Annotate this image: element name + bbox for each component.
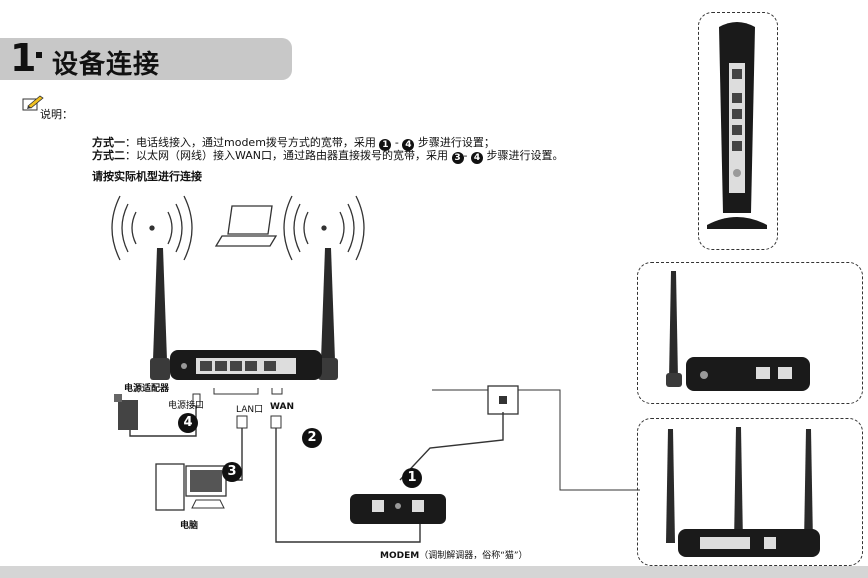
section-dot (36, 52, 42, 58)
step-badge: 3 (451, 152, 464, 164)
step-badge: 1 (379, 139, 392, 151)
wifi-signal-icon (111, 195, 193, 261)
power-adapter-icon (114, 394, 138, 430)
router-variant-single-antenna (637, 262, 863, 404)
method-two-name: 方式二 (92, 149, 125, 162)
connection-diagram (111, 195, 640, 543)
section-number: 1 (10, 36, 37, 80)
step-badge: 4 (402, 139, 415, 151)
method-one-text: ：电话线接入，通过modem拨号方式的宽带，采用 (125, 136, 380, 149)
wan-port-label: WAN (270, 402, 295, 412)
section-title: 设备连接 (52, 50, 161, 80)
wifi-signal-icon (283, 195, 365, 261)
power-plug-icon (192, 393, 201, 407)
router-antenna-icon (318, 248, 338, 380)
step-2-badge: 2 (302, 428, 322, 448)
router-icon (170, 350, 322, 380)
desktop-computer-icon (155, 463, 227, 511)
wan-plug-icon (270, 415, 282, 429)
power-adapter-label: 电源适配器 (124, 384, 170, 394)
method-one: 方式一：电话线接入，通过modem拨号方式的宽带，采用 1 - 4 步骤进行设置… (92, 134, 495, 151)
method-two-text: ：以太网（网线）接入WAN口，通过路由器直接拨号的宽带，采用 (125, 149, 452, 162)
step-4-badge: 4 (178, 413, 198, 433)
modem-icon (350, 494, 446, 524)
note-label: 说明： (40, 108, 73, 121)
router-variant-vertical (698, 12, 778, 250)
vertical-router-icon (707, 22, 767, 229)
phone-jack-icon (487, 385, 519, 415)
three-antenna-router-icon (666, 427, 820, 557)
router-variant-three-antenna (637, 418, 863, 566)
modem-name: MODEM (380, 551, 420, 561)
method-one-mid: - (391, 136, 403, 149)
pencil-note-icon (22, 95, 44, 111)
power-port-label: 电源接口 (168, 401, 205, 411)
method-one-tail: 步骤进行设置； (414, 136, 495, 149)
single-antenna-router-icon (666, 271, 810, 391)
method-two-mid: - (463, 149, 471, 162)
laptop-icon (214, 205, 278, 247)
method-two-tail: 步骤进行设置。 (483, 149, 564, 162)
wall-corner (432, 389, 640, 491)
step-badge: 4 (471, 152, 483, 164)
modem-label: MODEM（调制解调器，俗称“猫”） (380, 548, 528, 561)
phone-cable (399, 412, 504, 481)
step-3-badge: 3 (222, 462, 242, 482)
footer-bar (0, 566, 868, 578)
wan-cable (275, 426, 421, 543)
method-one-name: 方式一 (92, 136, 125, 149)
lan-plug-icon (236, 415, 248, 429)
method-two: 方式二：以太网（网线）接入WAN口，通过路由器直接拨号的宽带，采用 3- 4 步… (92, 147, 564, 164)
modem-desc: （调制解调器，俗称“猫”） (419, 551, 528, 561)
step-1-badge: 1 (402, 468, 422, 488)
model-hint: 请按实际机型进行连接 (92, 170, 202, 183)
router-antenna-icon (150, 248, 170, 380)
computer-label: 电脑 (180, 521, 199, 531)
title-bar (0, 38, 292, 80)
lan-port-label: LAN口 (236, 405, 264, 415)
